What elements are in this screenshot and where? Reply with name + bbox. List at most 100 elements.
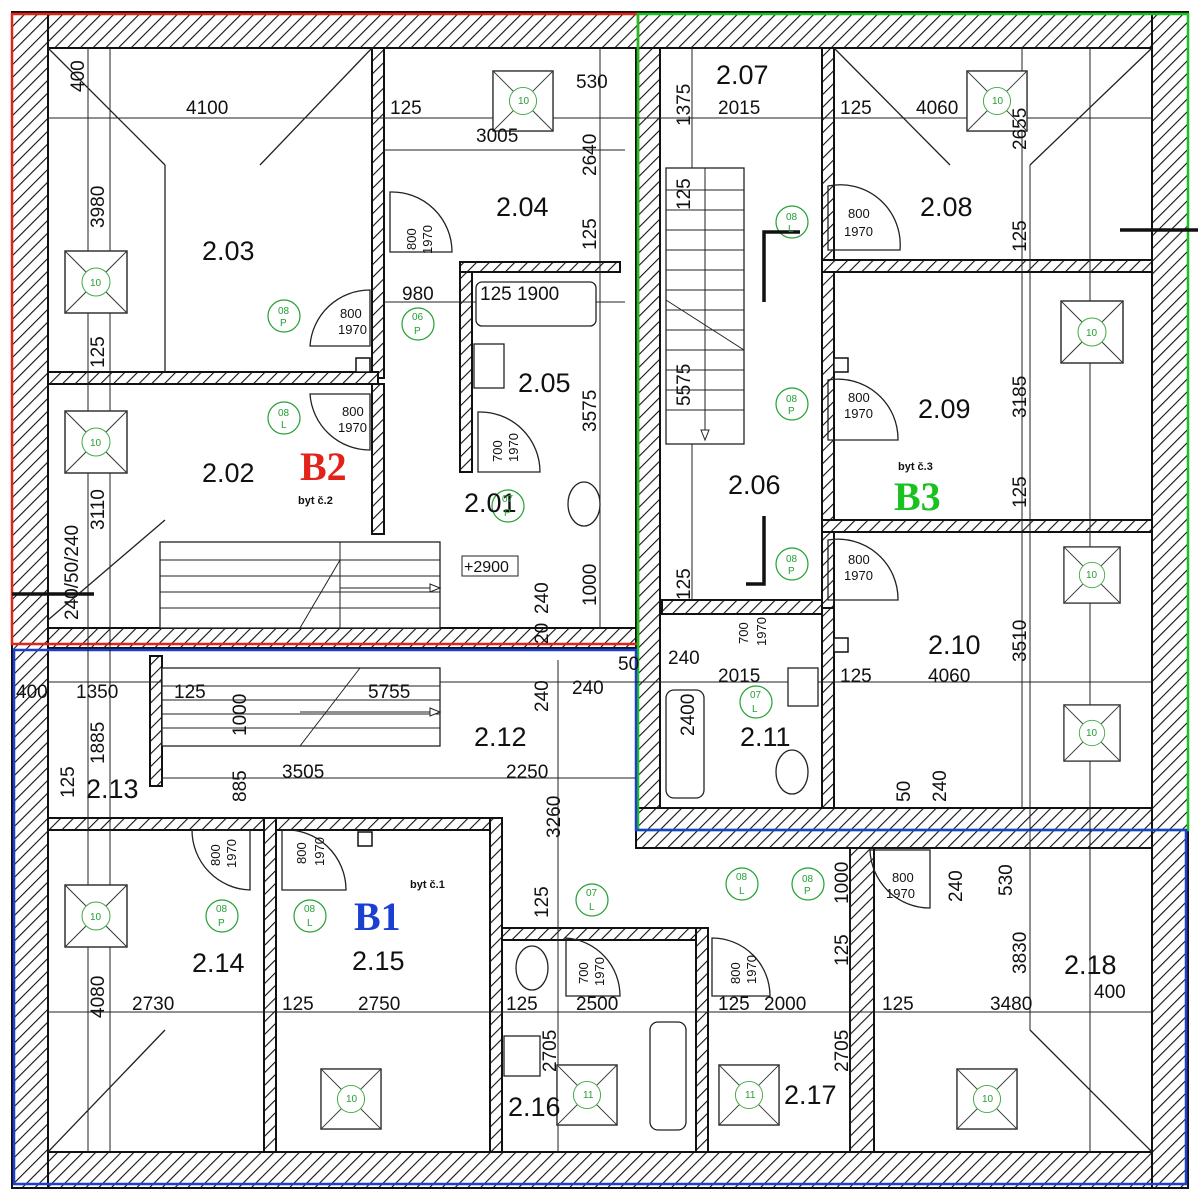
svg-text:2250: 2250 (506, 762, 548, 783)
svg-text:50: 50 (618, 654, 639, 675)
svg-text:3480: 3480 (990, 994, 1032, 1015)
room-2-07: 2.07 (716, 60, 769, 90)
svg-text:10: 10 (992, 96, 1004, 107)
svg-text:2015: 2015 (718, 98, 760, 119)
svg-text:5575: 5575 (674, 364, 695, 406)
svg-text:1970: 1970 (420, 225, 435, 254)
roof-lines (47, 47, 1153, 1153)
svg-text:L: L (281, 420, 287, 431)
svg-text:10: 10 (90, 278, 102, 289)
svg-text:07: 07 (750, 690, 762, 701)
svg-text:1970: 1970 (338, 420, 367, 435)
apartment-label-b3: byt č.3 (898, 461, 933, 473)
apartment-boundaries (10, 12, 1190, 1186)
svg-text:1375: 1375 (674, 84, 695, 126)
svg-text:2705: 2705 (832, 1030, 853, 1072)
svg-text:50: 50 (894, 781, 915, 802)
room-2-14: 2.14 (192, 948, 245, 978)
room-2-10: 2.10 (928, 630, 981, 660)
svg-text:125: 125 (174, 682, 206, 703)
svg-text:800: 800 (728, 962, 743, 984)
dimension-labels-vertical: 400 3980 125 3110 240/50/240 2640 125 35… (58, 60, 1031, 1072)
svg-text:400: 400 (16, 682, 48, 703)
apartment-label-b2: byt č.2 (298, 495, 333, 507)
staircase-b2 (159, 541, 442, 629)
svg-text:2400: 2400 (678, 694, 699, 736)
svg-text:P: P (218, 918, 225, 929)
sanitary-fixtures (473, 281, 819, 1131)
svg-text:125: 125 (532, 886, 553, 918)
svg-text:08: 08 (786, 394, 798, 405)
svg-text:980: 980 (402, 284, 434, 305)
apartment-code-b3: B3 (894, 474, 941, 519)
room-2-03: 2.03 (202, 236, 255, 266)
staircase-b1 (161, 667, 442, 747)
svg-text:1970: 1970 (592, 957, 607, 986)
svg-text:700: 700 (736, 622, 751, 644)
svg-text:800: 800 (342, 404, 364, 419)
svg-text:2500: 2500 (576, 994, 618, 1015)
apartment-labels: B2 byt č.2 B3 byt č.3 B1 byt č.1 (298, 444, 941, 939)
svg-text:125: 125 (1010, 476, 1031, 508)
svg-text:240: 240 (930, 770, 951, 802)
svg-text:400: 400 (1094, 982, 1126, 1003)
svg-text:800: 800 (294, 842, 309, 864)
svg-text:4060: 4060 (928, 666, 970, 687)
svg-text:240: 240 (532, 582, 553, 614)
svg-text:1970: 1970 (754, 617, 769, 646)
apartment-code-b1: B1 (354, 894, 401, 939)
svg-text:L: L (752, 704, 758, 715)
room-2-11: 2.11 (740, 722, 791, 752)
svg-text:3830: 3830 (1010, 932, 1031, 974)
svg-text:125: 125 (580, 218, 601, 250)
svg-text:530: 530 (996, 864, 1017, 896)
svg-text:800: 800 (848, 390, 870, 405)
door-tag-codes: 08 P 06 P 08 L 07 P 08 L 08 P 08 P 07 L … (216, 212, 814, 929)
svg-text:2705: 2705 (540, 1030, 561, 1072)
staircase-b3 (665, 167, 745, 445)
room-2-17: 2.17 (784, 1080, 837, 1110)
svg-text:1970: 1970 (338, 322, 367, 337)
svg-text:08: 08 (802, 874, 814, 885)
svg-text:125: 125 (840, 98, 872, 119)
svg-text:P: P (804, 886, 811, 897)
svg-text:240: 240 (946, 870, 967, 902)
svg-text:530: 530 (576, 72, 608, 93)
svg-text:4080: 4080 (88, 976, 109, 1018)
room-2-13: 2.13 (86, 774, 139, 804)
svg-text:125: 125 (390, 98, 422, 119)
svg-text:10: 10 (1086, 328, 1098, 339)
door-size-labels: 800 1970 800 1970 800 1970 700 1970 800 … (208, 206, 915, 986)
svg-text:800: 800 (848, 552, 870, 567)
svg-text:240: 240 (532, 680, 553, 712)
svg-text:10: 10 (90, 912, 102, 923)
svg-text:800: 800 (848, 206, 870, 221)
washbasin (787, 667, 819, 707)
apartment-code-b2: B2 (300, 444, 347, 489)
svg-text:08: 08 (278, 306, 290, 317)
door-tags (205, 205, 825, 933)
svg-text:06: 06 (412, 312, 424, 323)
svg-text:3110: 3110 (88, 489, 109, 530)
bathtub (649, 1021, 687, 1131)
svg-text:800: 800 (404, 228, 419, 250)
svg-text:2750: 2750 (358, 994, 400, 1015)
boundary-b1 (12, 648, 1188, 1186)
svg-text:2015: 2015 (718, 666, 760, 687)
svg-text:800: 800 (892, 870, 914, 885)
svg-text:+2900: +2900 (464, 559, 509, 576)
service-lines (12, 228, 1198, 596)
svg-text:07: 07 (586, 888, 598, 899)
svg-text:125 1900: 125 1900 (480, 284, 559, 305)
svg-text:1970: 1970 (844, 224, 873, 239)
svg-text:1970: 1970 (312, 837, 327, 866)
svg-text:125: 125 (58, 766, 79, 798)
svg-text:2000: 2000 (764, 994, 806, 1015)
svg-text:20: 20 (532, 623, 553, 644)
toilet (775, 749, 809, 795)
svg-text:125: 125 (832, 934, 853, 966)
svg-text:1350: 1350 (76, 682, 118, 703)
svg-text:08: 08 (278, 408, 290, 419)
svg-text:1970: 1970 (224, 839, 239, 868)
